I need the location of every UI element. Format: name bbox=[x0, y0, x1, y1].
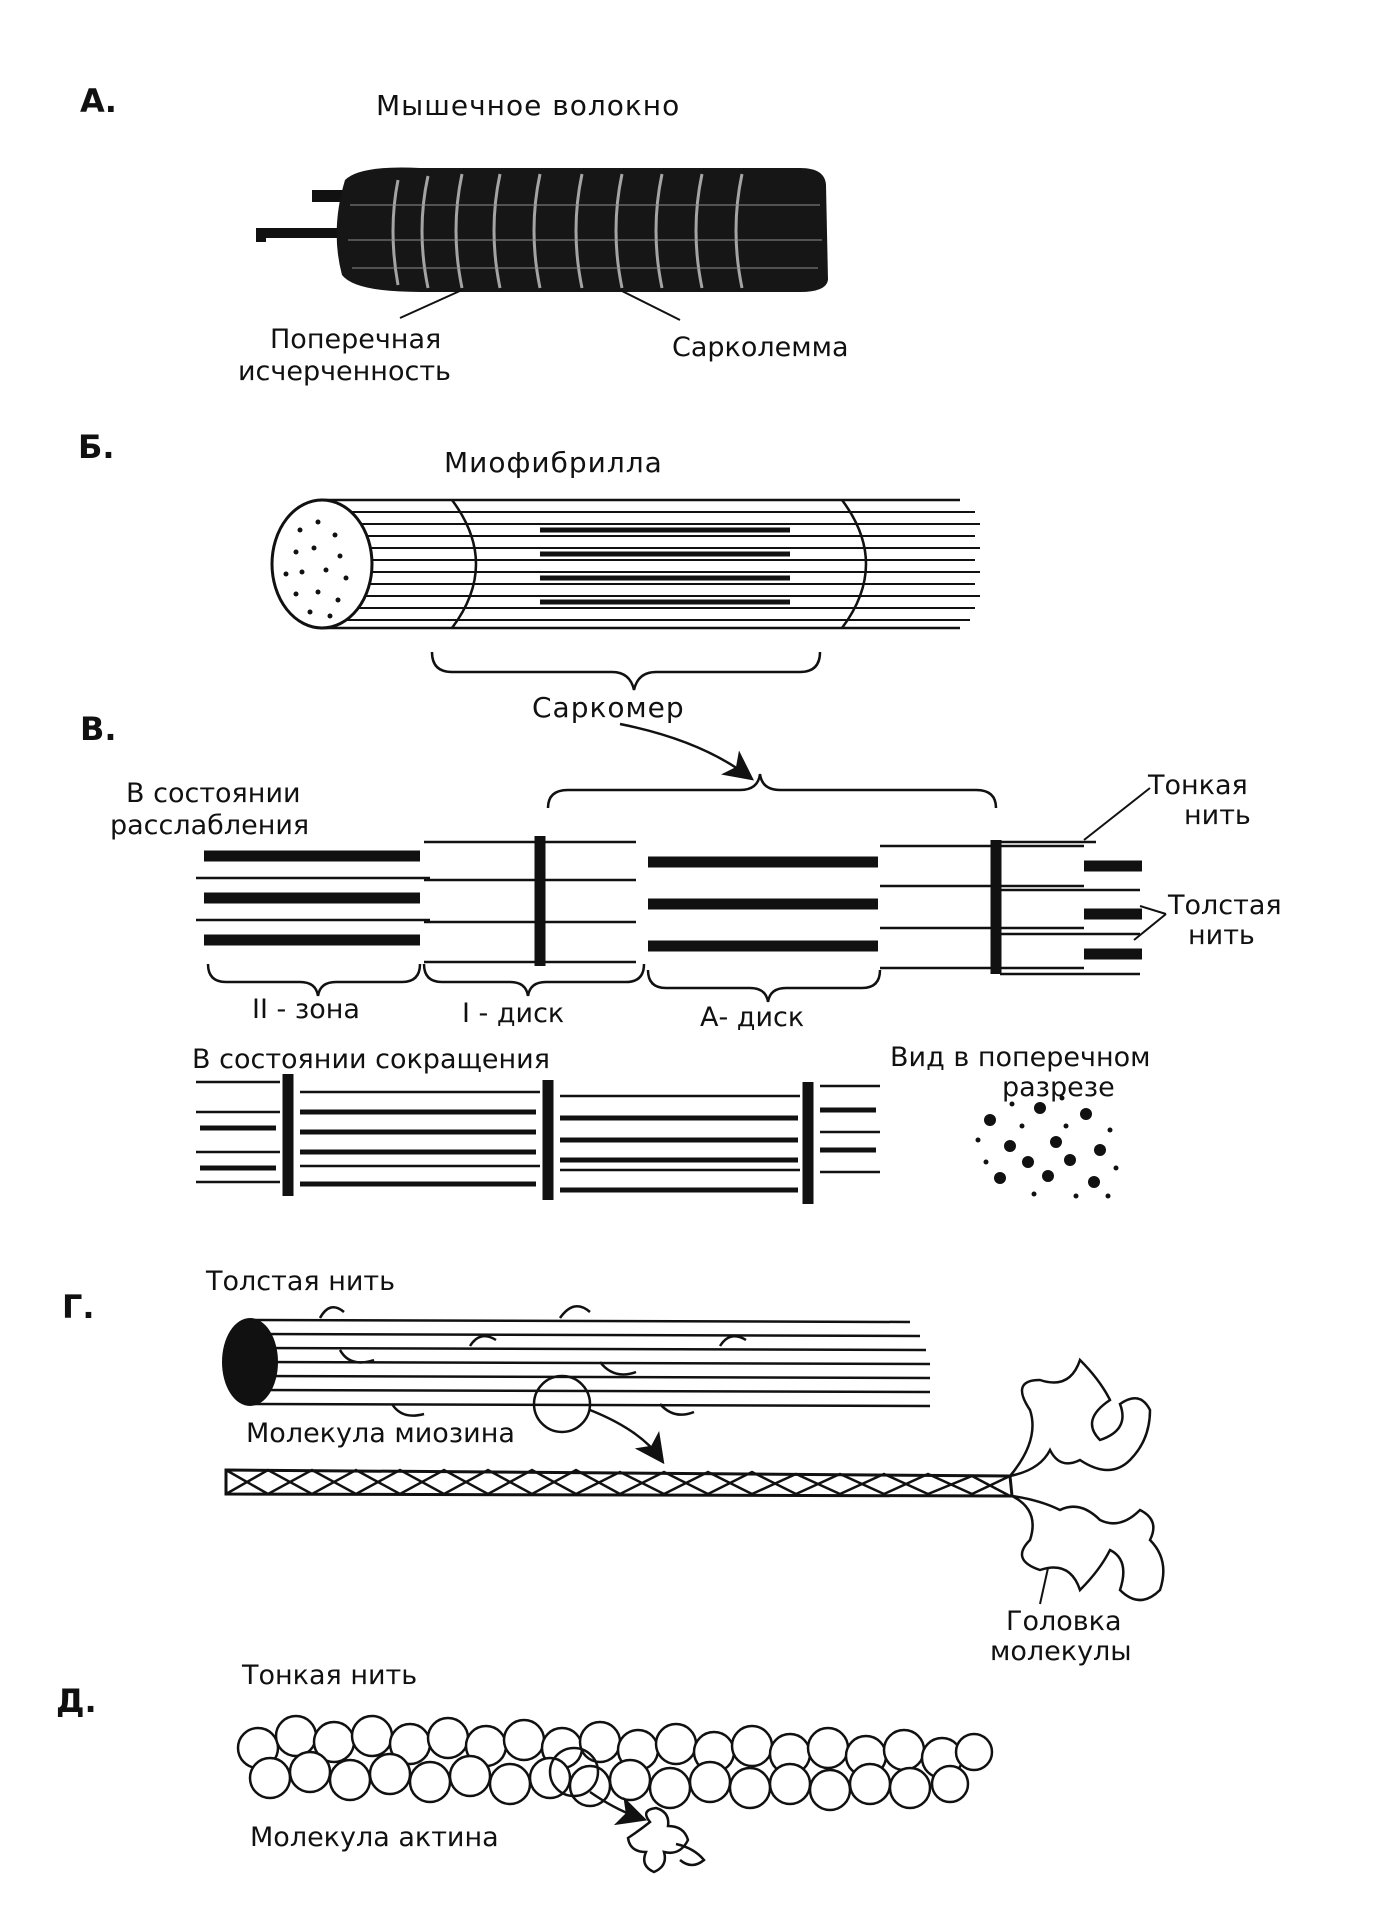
actin-molecule-drawing bbox=[548, 1746, 706, 1874]
cross-section-label-line2: разрезе bbox=[1002, 1072, 1115, 1103]
molecule-head-label-line1: Головка bbox=[1006, 1606, 1122, 1637]
myofibril-drawing bbox=[270, 498, 980, 691]
muscle-fiber-title: Мышечное волокно bbox=[376, 89, 680, 122]
thick-filament-title: Толстая нить bbox=[205, 1266, 395, 1297]
section-b-label: Б. bbox=[78, 428, 115, 466]
myosin-molecule-drawing bbox=[224, 1357, 1165, 1605]
sarcomere-brace bbox=[546, 773, 998, 809]
contracted-sarcomere-drawing bbox=[196, 1074, 880, 1204]
thick-filament-drawing bbox=[222, 1305, 931, 1465]
section-g-label: Г. bbox=[62, 1288, 95, 1326]
striation-label-line1: Поперечная bbox=[270, 324, 441, 355]
actin-filament-drawing bbox=[236, 1714, 994, 1812]
myofibril-title: Миофибрилла bbox=[444, 446, 663, 479]
i-disc-label: I - диск bbox=[462, 998, 564, 1029]
cross-section-label-line1: Вид в поперечном bbox=[890, 1042, 1151, 1073]
section-d-label: Д. bbox=[56, 1682, 97, 1720]
striation-label-line2: исчерченность bbox=[238, 356, 451, 387]
contracted-label: В состоянии сокращения bbox=[192, 1044, 550, 1075]
actin-molecule-label: Молекула актина bbox=[250, 1822, 499, 1853]
a-disc-label: А- диск bbox=[700, 1002, 804, 1033]
relaxed-label-line1: В состоянии bbox=[126, 778, 301, 809]
section-v-label: В. bbox=[80, 710, 117, 748]
relaxed-label-line2: расслабления bbox=[110, 810, 309, 841]
thin-filament-label-line2: нить bbox=[1184, 800, 1251, 831]
section-a-label: А. bbox=[80, 82, 117, 120]
thin-filament-title: Тонкая нить bbox=[241, 1660, 417, 1691]
thin-filament-label-line1: Тонкая bbox=[1147, 770, 1248, 801]
thick-filament-label-line1: Толстая bbox=[1167, 890, 1282, 921]
molecule-head-label-line2: молекулы bbox=[990, 1636, 1132, 1667]
muscle-fiber-drawing bbox=[256, 167, 828, 321]
relaxed-sarcomere-drawing bbox=[196, 787, 1167, 1003]
sarcolemma-label: Сарколемма bbox=[672, 332, 849, 363]
sarcomere-arrow bbox=[619, 722, 755, 781]
sarcomere-label: Саркомер bbox=[532, 691, 685, 724]
h-zone-label: II - зона bbox=[252, 994, 360, 1025]
thick-filament-label-line2: нить bbox=[1188, 920, 1255, 951]
myosin-molecule-label: Молекула миозина bbox=[246, 1418, 515, 1449]
cross-section-drawing bbox=[975, 1095, 1119, 1199]
